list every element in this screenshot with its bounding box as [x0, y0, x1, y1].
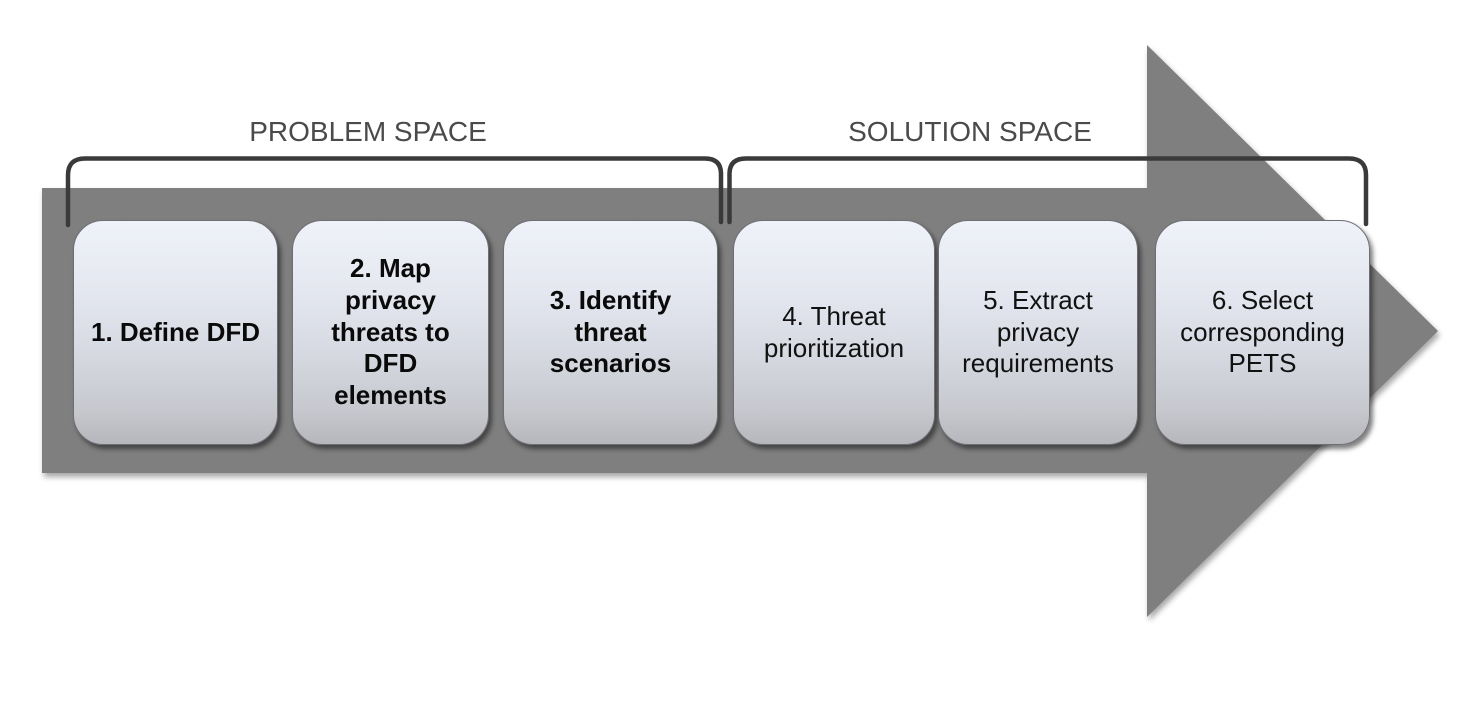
step-box-define-dfd: 1. Define DFD [73, 220, 278, 445]
step-box-select-corresponding-pets: 6. Select corresponding PETS [1155, 220, 1370, 445]
step-label: 3. Identify threat scenarios [549, 284, 672, 379]
step-label: 4. Threat prioritization [763, 300, 905, 363]
problem-space-bracket [65, 156, 724, 228]
step-label: 2. Map privacy threats to DFD elements [331, 253, 450, 411]
step-label: 1. Define DFD [90, 316, 261, 347]
step-box-identify-threat-scenarios: 3. Identify threat scenarios [503, 220, 718, 445]
solution-space-label: SOLUTION SPACE [848, 116, 1092, 147]
step-label: 5. Extract privacy requirements [962, 284, 1114, 379]
step-box-extract-privacy-requirements: 5. Extract privacy requirements [938, 220, 1138, 445]
step-label: 6. Select corresponding PETS [1180, 284, 1345, 379]
solution-space-bracket [727, 156, 1369, 227]
step-box-threat-prioritization: 4. Threat prioritization [733, 220, 935, 445]
problem-space-label: PROBLEM SPACE [249, 116, 487, 147]
step-box-map-privacy-threats: 2. Map privacy threats to DFD elements [292, 220, 489, 445]
